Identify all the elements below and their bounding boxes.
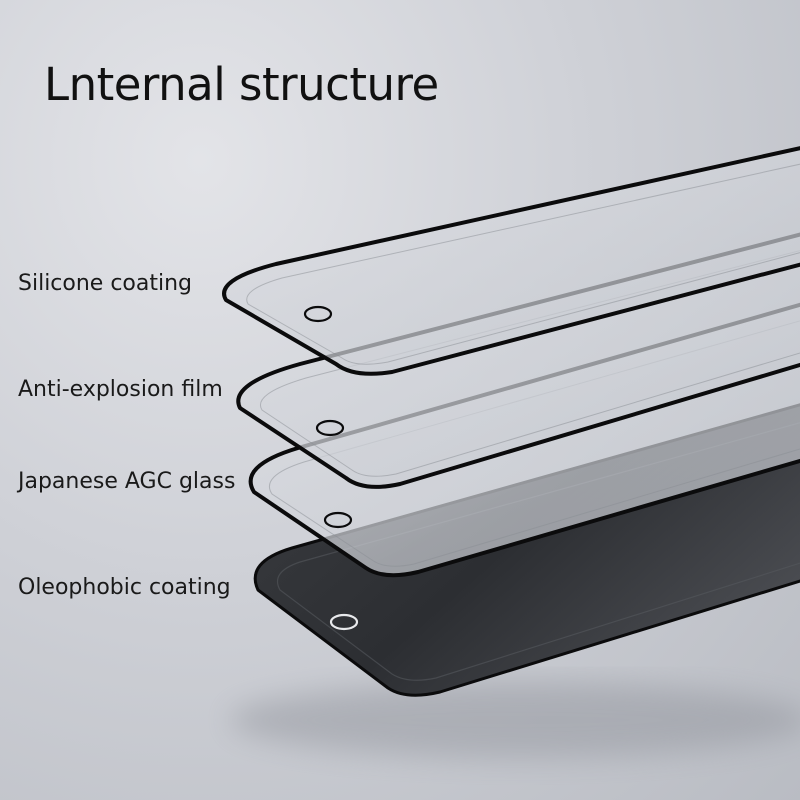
camera-cutout-icon: [315, 419, 345, 437]
layer-label-japanese-agc-glass: Japanese AGC glass: [18, 469, 236, 494]
camera-cutout-icon: [303, 305, 333, 323]
camera-cutout-icon: [323, 511, 353, 529]
layer-label-oleophobic-coating: Oleophobic coating: [18, 575, 231, 600]
layer-label-anti-explosion-film: Anti-explosion film: [18, 377, 223, 402]
page-title: Lnternal structure: [44, 58, 439, 111]
layer-label-silicone-coating: Silicone coating: [18, 271, 193, 296]
camera-cutout-icon: [329, 613, 359, 631]
layer-silicone-coating: [222, 146, 800, 376]
stack-shadow: [230, 682, 800, 758]
